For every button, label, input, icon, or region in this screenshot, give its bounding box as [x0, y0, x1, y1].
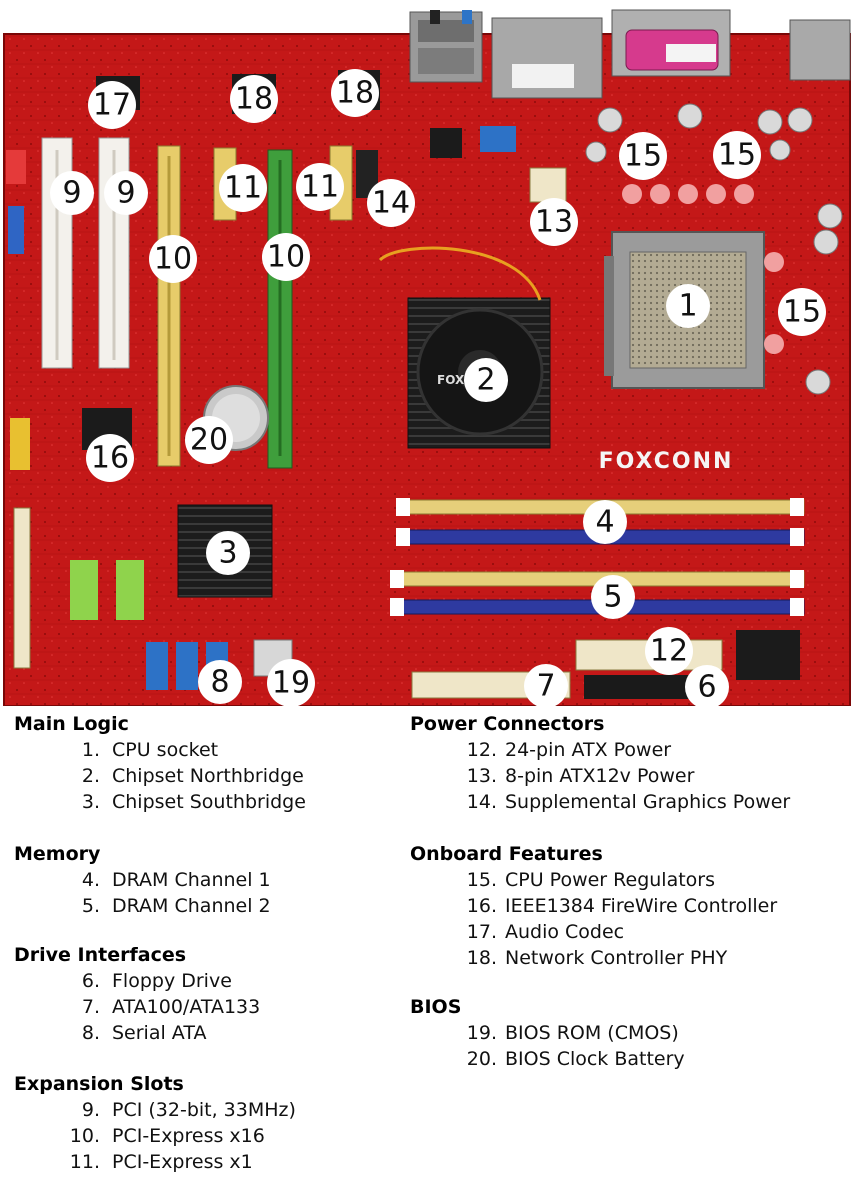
- svg-text:6: 6: [697, 670, 716, 705]
- svg-text:10: 10: [154, 242, 192, 277]
- svg-text:16: 16: [91, 441, 129, 476]
- legend-expansion-slots: Expansion Slots 9.PCI (32-bit, 33MHz) 10…: [14, 1072, 296, 1175]
- svg-text:15: 15: [718, 138, 756, 173]
- legend-onboard-features: Onboard Features 15.CPU Power Regulators…: [410, 842, 777, 971]
- legend-item: 3.Chipset Southbridge: [81, 791, 306, 813]
- legend-item: 20.BIOS Clock Battery: [466, 1048, 685, 1070]
- section-title: Power Connectors: [410, 713, 605, 735]
- svg-text:20: 20: [190, 423, 228, 458]
- marker-16: 16: [86, 434, 134, 482]
- marker-15a: 15: [619, 132, 667, 180]
- section-title: Onboard Features: [410, 843, 603, 865]
- marker-11a: 11: [219, 164, 267, 212]
- svg-text:11: 11: [301, 170, 339, 205]
- legend-item: 14.Supplemental Graphics Power: [466, 791, 791, 813]
- svg-text:5: 5: [603, 580, 622, 615]
- marker-12: 12: [645, 627, 693, 675]
- svg-text:1: 1: [678, 289, 697, 324]
- svg-text:7: 7: [536, 669, 555, 704]
- svg-text:9: 9: [62, 176, 81, 211]
- component-legend: Main Logic 1.CPU socket 2.Chipset Northb…: [0, 706, 851, 1181]
- marker-6: 6: [685, 665, 729, 706]
- marker-19: 19: [267, 659, 315, 706]
- svg-text:17: 17: [93, 88, 131, 123]
- svg-text:10: 10: [267, 240, 305, 275]
- svg-text:15: 15: [624, 139, 662, 174]
- legend-item: 16.IEEE1384 FireWire Controller: [466, 895, 778, 917]
- legend-item: 15.CPU Power Regulators: [466, 869, 716, 891]
- marker-18b: 18: [331, 69, 379, 117]
- legend-item: 10.PCI-Express x16: [69, 1125, 265, 1147]
- marker-9a: 9: [50, 171, 94, 215]
- section-title: Memory: [14, 843, 101, 865]
- legend-item: 7.ATA100/ATA133: [81, 996, 261, 1018]
- svg-text:13: 13: [535, 205, 573, 240]
- svg-text:18: 18: [235, 82, 273, 117]
- section-title: Main Logic: [14, 713, 129, 735]
- legend-item: 6.Floppy Drive: [81, 970, 232, 992]
- legend-item: 12.24-pin ATX Power: [466, 739, 672, 761]
- section-title: Drive Interfaces: [14, 944, 187, 966]
- legend-power-connectors: Power Connectors 12.24-pin ATX Power 13.…: [410, 712, 790, 815]
- marker-13: 13: [530, 198, 578, 246]
- svg-text:9: 9: [116, 176, 135, 211]
- marker-14: 14: [367, 179, 415, 227]
- legend-item: 8.Serial ATA: [81, 1022, 207, 1044]
- marker-2: 2: [464, 358, 508, 402]
- section-title: Expansion Slots: [14, 1073, 184, 1095]
- legend-drive-interfaces: Drive Interfaces 6.Floppy Drive 7.ATA100…: [14, 943, 260, 1046]
- svg-text:4: 4: [595, 505, 614, 540]
- legend-item: 2.Chipset Northbridge: [81, 765, 304, 787]
- motherboard-photo: FOXCONN: [3, 9, 851, 706]
- marker-7: 7: [524, 664, 568, 706]
- pcie-x16-slots: [157, 145, 293, 469]
- legend-memory: Memory 4.DRAM Channel 1 5.DRAM Channel 2: [14, 842, 271, 919]
- marker-20: 20: [185, 416, 233, 464]
- marker-18a: 18: [230, 75, 278, 123]
- legend-item: 5.DRAM Channel 2: [81, 895, 271, 917]
- marker-3: 3: [206, 531, 250, 575]
- svg-text:19: 19: [272, 666, 310, 701]
- marker-10b: 10: [262, 233, 310, 281]
- marker-8: 8: [198, 660, 242, 704]
- legend-item: 19.BIOS ROM (CMOS): [466, 1022, 679, 1044]
- marker-9b: 9: [104, 171, 148, 215]
- foxconn-logo: FOXCONN: [599, 449, 734, 474]
- marker-17: 17: [88, 81, 136, 129]
- legend-item: 17.Audio Codec: [466, 921, 625, 943]
- marker-15c: 15: [778, 288, 826, 336]
- svg-text:3: 3: [218, 536, 237, 571]
- rear-io-panel: [409, 9, 851, 99]
- component-markers: 1 2 3 4 5 6 7 8 9 9 10 10 11 11 12 13 14…: [50, 69, 826, 706]
- svg-text:18: 18: [336, 76, 374, 111]
- svg-text:12: 12: [650, 634, 688, 669]
- marker-11b: 11: [296, 163, 344, 211]
- marker-4: 4: [583, 500, 627, 544]
- vrm-capacitors: [585, 103, 843, 395]
- marker-10a: 10: [149, 235, 197, 283]
- legend-main-logic: Main Logic 1.CPU socket 2.Chipset Northb…: [14, 712, 306, 815]
- svg-text:2: 2: [476, 363, 495, 398]
- legend-item: 1.CPU socket: [81, 739, 219, 761]
- marker-5: 5: [591, 575, 635, 619]
- legend-item: 9.PCI (32-bit, 33MHz): [81, 1099, 296, 1121]
- svg-text:8: 8: [210, 665, 229, 700]
- legend-item: 11.PCI-Express x1: [69, 1151, 253, 1173]
- svg-text:15: 15: [783, 295, 821, 330]
- section-title: BIOS: [410, 996, 462, 1018]
- legend-item: 4.DRAM Channel 1: [81, 869, 271, 891]
- marker-15b: 15: [713, 131, 761, 179]
- legend-item: 13.8-pin ATX12v Power: [466, 765, 695, 787]
- legend-item: 18.Network Controller PHY: [466, 947, 728, 969]
- marker-1: 1: [666, 284, 710, 328]
- legend-bios: BIOS 19.BIOS ROM (CMOS) 20.BIOS Clock Ba…: [410, 995, 685, 1072]
- svg-text:11: 11: [224, 171, 262, 206]
- svg-text:14: 14: [372, 186, 410, 221]
